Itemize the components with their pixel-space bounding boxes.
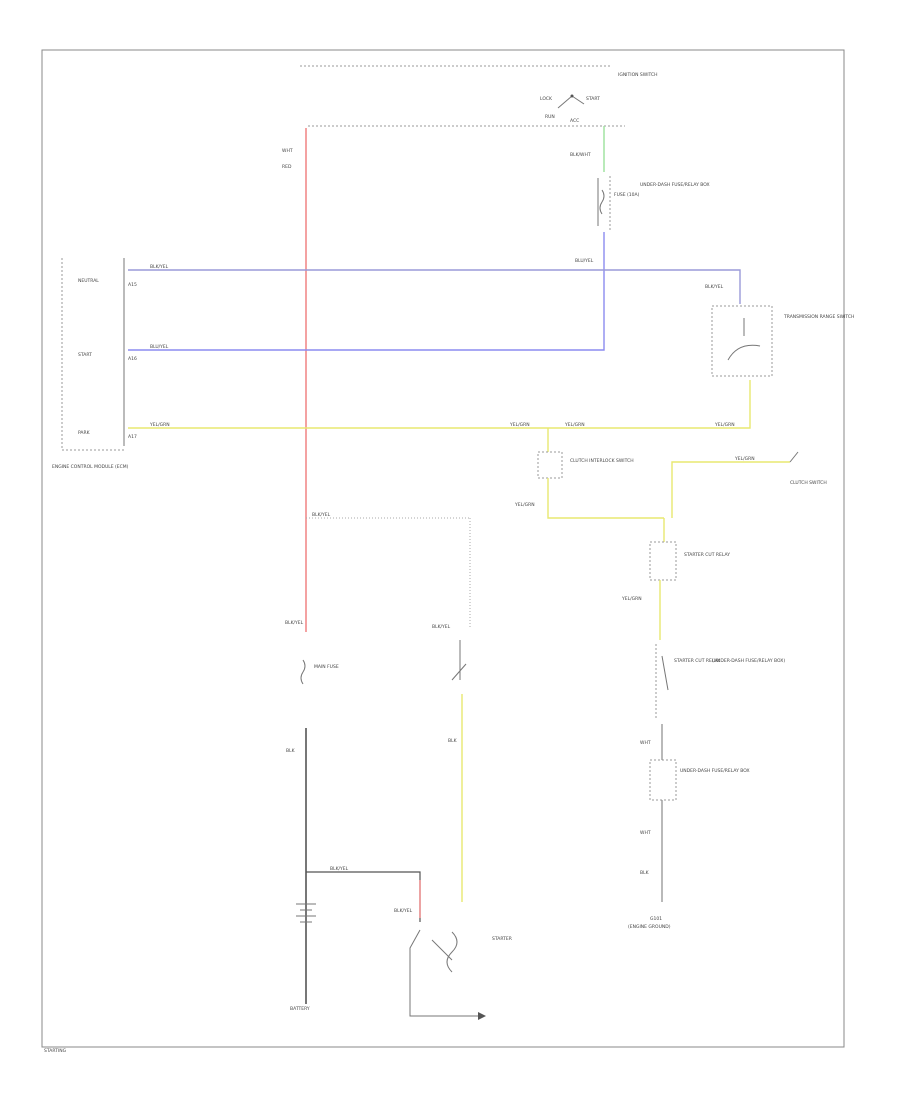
clutch-interlock-connector: CLUTCH INTERLOCK SWITCH — [537, 428, 634, 479]
ecm-park-label: PARK — [78, 430, 91, 436]
fuse-label: FUSE (10A) — [614, 192, 640, 198]
starter-cable-label: BLK/YEL — [394, 908, 413, 914]
ignition-run-label: RUN — [545, 114, 555, 120]
under-dash-fuse-label: UNDER-DASH FUSE/RELAY BOX — [640, 182, 710, 188]
lower-relay-label: UNDER-DASH FUSE/RELAY BOX — [680, 768, 750, 774]
starter-ground-icon — [478, 1012, 486, 1020]
ignition-switch-label: IGNITION SWITCH — [618, 72, 658, 78]
yellow-wire-label-2: YEL/GRN — [509, 422, 530, 428]
main-fuse-label: MAIN FUSE — [314, 664, 339, 670]
ign-out-wire-label: BLK/WHT — [570, 152, 591, 158]
yellow-wire-label-3: YEL/GRN — [564, 422, 585, 428]
ecm-neutral-label: NEUTRAL — [78, 278, 99, 284]
dotted-wire-label: BLK/YEL — [312, 512, 331, 518]
connector-1-label: CLUTCH INTERLOCK SWITCH — [570, 458, 634, 464]
neutral-wire-label-2: BLK/YEL — [705, 284, 724, 290]
blue-wire — [128, 232, 605, 351]
ecm-component: NEUTRAL START PARK A15 A16 A17 ENGINE CO… — [52, 258, 137, 470]
wht-label-2: WHT — [640, 830, 651, 836]
battery-starter-cable — [306, 871, 421, 922]
ignition-start-relay-switch: BLK/YEL BLK — [432, 624, 467, 744]
diagram-frame — [41, 49, 845, 1048]
clutch-wire-label: YEL/GRN — [734, 456, 755, 462]
starter-relay-label: STARTER CUT RELAY — [674, 658, 720, 664]
blk-battery-label: BLK — [286, 748, 296, 754]
lower-relay-block: UNDER-DASH FUSE/RELAY BOX — [649, 759, 750, 801]
red-wire-label: WHT — [282, 148, 293, 154]
starter-cut-connector: STARTER CUT RELAY — [649, 518, 730, 581]
neutral-wire — [128, 269, 741, 304]
trans-range-switch-label: TRANSMISSION RANGE SWITCH — [783, 314, 854, 320]
ecm-start-label: START — [78, 352, 92, 358]
connector-2-label: STARTER CUT RELAY — [684, 552, 730, 558]
clutch-switch-label: CLUTCH SWITCH — [790, 480, 827, 486]
blue-wire-label-ecm: BLU/YEL — [150, 344, 169, 350]
relay-feed-label: YEL/GRN — [621, 596, 642, 602]
link-wire-label: YEL/GRN — [514, 502, 535, 508]
ignition-lock-label: LOCK — [540, 96, 553, 102]
relay-switch-label: BLK/YEL — [432, 624, 451, 630]
ground-desc-label: (ENGINE GROUND) — [628, 924, 671, 930]
clutch-switch-contact — [789, 451, 799, 463]
ignition-start-label: START — [586, 96, 600, 102]
ecm-pin-a: A15 — [128, 282, 137, 288]
neutral-wire-label: BLK/YEL — [150, 264, 169, 270]
main-fuse: MAIN FUSE — [300, 659, 339, 685]
fuse-component: FUSE (10A) UNDER-DASH FUSE/RELAY BOX — [597, 176, 710, 232]
starter-label: STARTER — [492, 936, 512, 942]
yellow-link-wire — [547, 478, 664, 519]
starter-component: STARTER — [409, 929, 512, 1020]
footer-label: STARTING — [44, 1048, 67, 1054]
ecm-pin-c: A17 — [128, 434, 137, 440]
relay-switch-wire-label: BLK — [448, 738, 458, 744]
main-fuse-wire-label: BLK/YEL — [285, 620, 304, 626]
yellow-wire-label: YEL/GRN — [149, 422, 170, 428]
starter-cut-relay: STARTER CUT RELAY (UNDER-DASH FUSE/RELAY… — [655, 644, 785, 720]
battery-component: BATTERY — [290, 903, 316, 1012]
starter-relay-sub-label: (UNDER-DASH FUSE/RELAY BOX) — [712, 658, 785, 664]
wht-label-1: WHT — [640, 740, 651, 746]
yellow-park-wire — [128, 380, 751, 429]
clutch-switch-wire — [671, 461, 790, 518]
blk-label: BLK — [640, 870, 650, 876]
battery-label: BATTERY — [290, 1006, 310, 1012]
battery-cable-label: BLK/YEL — [330, 866, 349, 872]
yellow-wire-label-4: YEL/GRN — [714, 422, 735, 428]
transmission-range-switch: TRANSMISSION RANGE SWITCH — [711, 305, 854, 377]
red-wire-label-2: RED — [282, 164, 292, 170]
ignition-acc-label: ACC — [570, 118, 579, 124]
ignition-switch: LOCK START RUN ACC — [540, 94, 600, 124]
ecm-pin-b: A16 — [128, 356, 137, 362]
ecm-name-label: ENGINE CONTROL MODULE (ECM) — [52, 464, 129, 470]
ground-point-label: G101 — [650, 916, 662, 922]
blue-wire-label-top: BLU/YEL — [575, 258, 594, 264]
